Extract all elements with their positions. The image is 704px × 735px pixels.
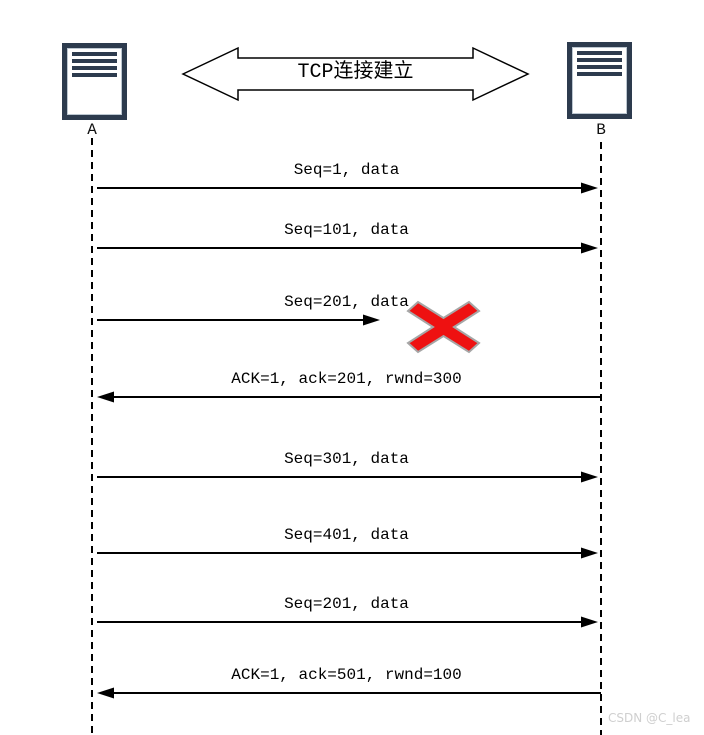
message-label: Seq=401, data xyxy=(284,526,409,544)
message-arrow-right xyxy=(97,182,598,194)
message-label: Seq=201, data xyxy=(284,293,409,311)
message-arrow-right-lost xyxy=(97,314,380,326)
message-arrow-right xyxy=(97,547,598,559)
message-arrow-right xyxy=(97,471,598,483)
message-arrow-left xyxy=(97,391,601,403)
message-label: Seq=301, data xyxy=(284,450,409,468)
server-lines-glyph xyxy=(572,47,627,76)
message-label: Seq=101, data xyxy=(284,221,409,239)
actor-label-a: A xyxy=(87,121,97,139)
watermark: CSDN @C_lea xyxy=(608,711,691,725)
message-arrow-right xyxy=(97,242,598,254)
message-label: ACK=1, ack=501, rwnd=100 xyxy=(231,666,462,684)
handshake-label: TCP连接建立 xyxy=(297,61,414,84)
handshake-double-arrow xyxy=(181,46,530,102)
message-arrow-left xyxy=(97,687,601,699)
packet-lost-x-icon xyxy=(406,300,481,354)
server-lines-glyph xyxy=(67,48,122,77)
message-label: ACK=1, ack=201, rwnd=300 xyxy=(231,370,462,388)
message-label: Seq=201, data xyxy=(284,595,409,613)
message-arrow-right xyxy=(97,616,598,628)
message-label: Seq=1, data xyxy=(293,161,400,179)
host-a-icon xyxy=(62,43,127,120)
actor-label-b: B xyxy=(596,121,606,139)
host-b-icon xyxy=(567,42,632,119)
message-arrows-layer xyxy=(97,182,601,699)
